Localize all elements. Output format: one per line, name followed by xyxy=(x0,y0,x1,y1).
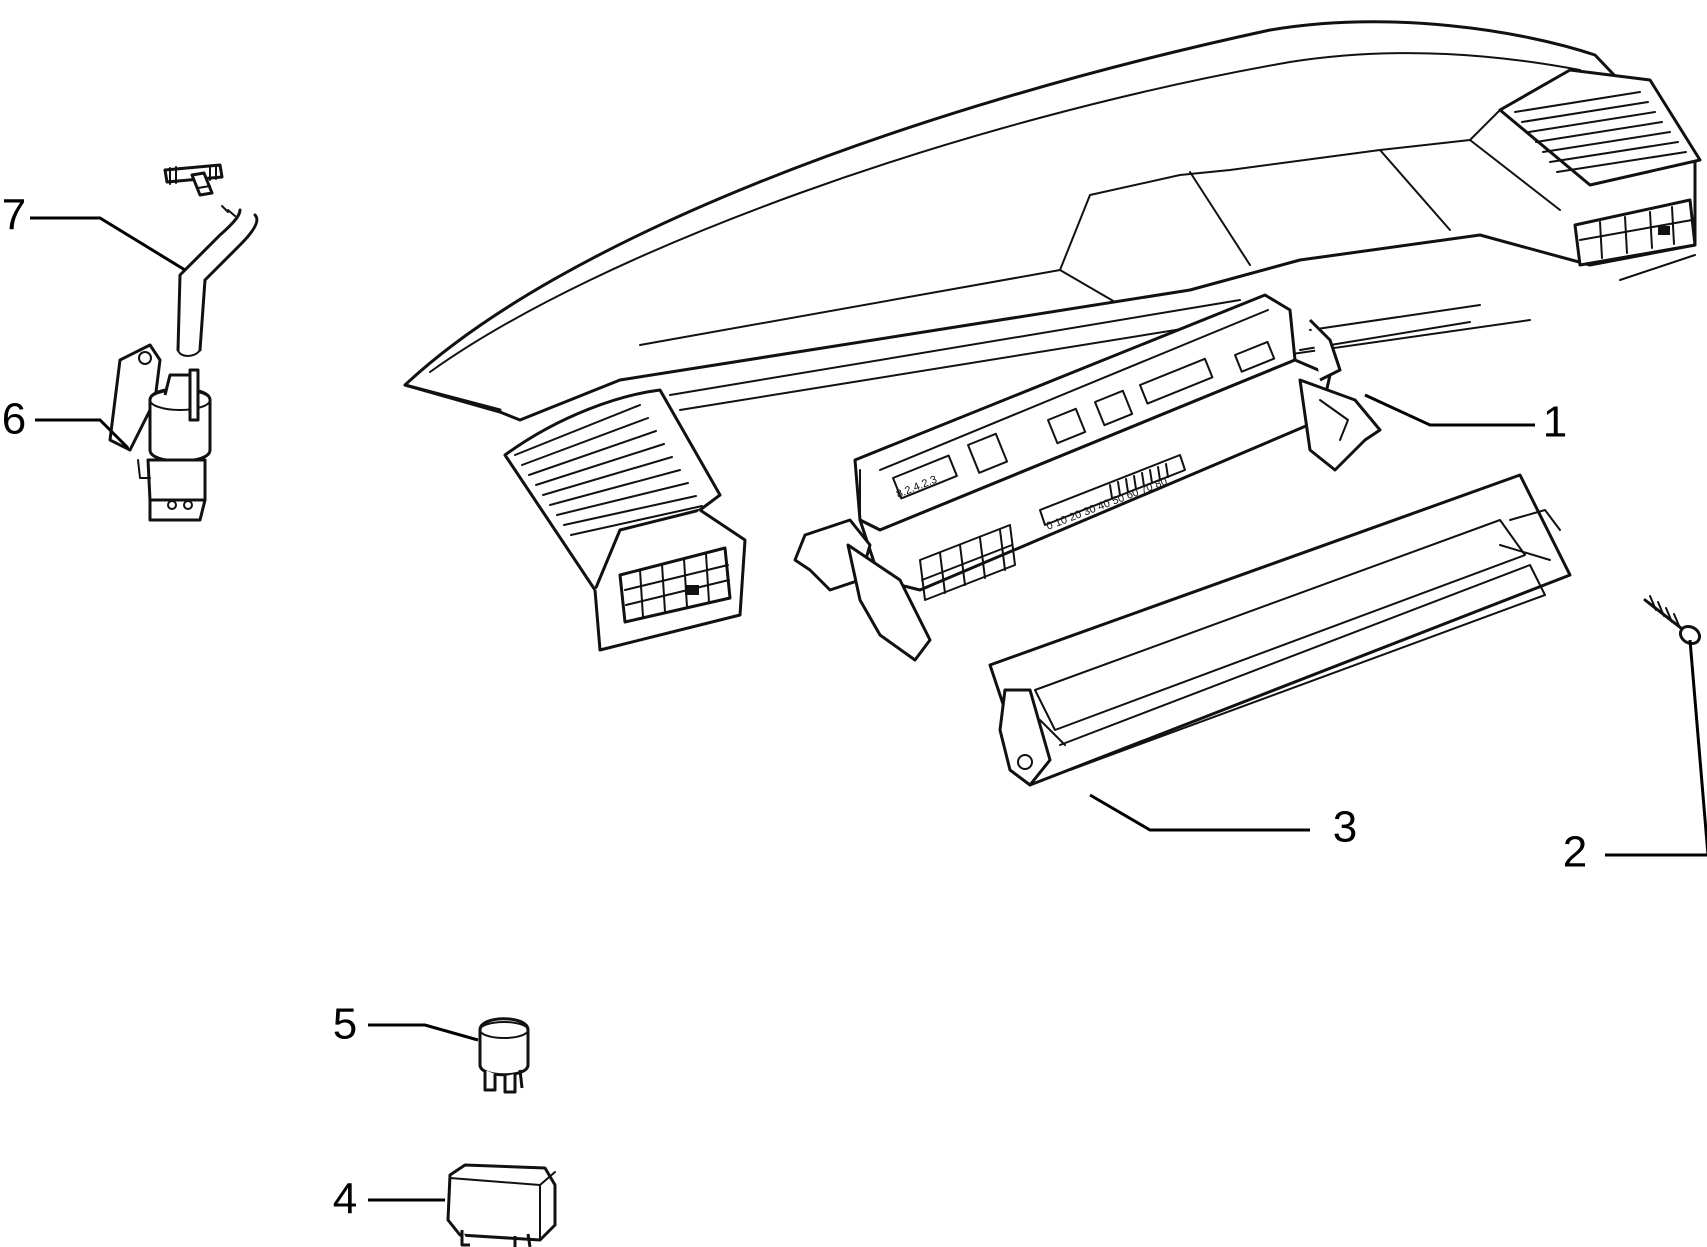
cluster-scale-ticks xyxy=(1109,463,1169,499)
leader-1 xyxy=(1364,393,1535,427)
vacuum-hose xyxy=(176,205,259,357)
leader-7 xyxy=(30,216,186,272)
callout-5: 5 xyxy=(333,1000,357,1049)
callout-4: 4 xyxy=(333,1175,357,1224)
leader-2 xyxy=(1605,639,1707,857)
callout-7: 7 xyxy=(2,191,26,240)
t-connector xyxy=(163,163,224,197)
callout-3: 3 xyxy=(1333,803,1357,852)
relay-large xyxy=(446,1163,557,1247)
vacuum-actuator xyxy=(108,343,212,522)
leader-lines xyxy=(30,216,1707,1202)
leader-6 xyxy=(35,418,130,450)
screw xyxy=(1643,595,1702,646)
left-vent-grille xyxy=(514,404,703,536)
callout-2: 2 xyxy=(1563,828,1587,877)
callout-1: 1 xyxy=(1543,398,1567,447)
instrument-cluster: 8.2.4.2.3 0 10 20 30 40 50 60 70 80 xyxy=(793,293,1382,662)
relay-small xyxy=(478,1017,530,1094)
callouts: 1 2 3 4 5 6 7 xyxy=(2,191,1587,1224)
callout-6: 6 xyxy=(2,395,26,444)
dashboard-panel xyxy=(403,20,1702,652)
cluster-cover xyxy=(988,473,1572,787)
leader-5 xyxy=(368,1023,479,1042)
leader-3 xyxy=(1089,793,1310,832)
right-vent-grille xyxy=(1514,91,1687,173)
